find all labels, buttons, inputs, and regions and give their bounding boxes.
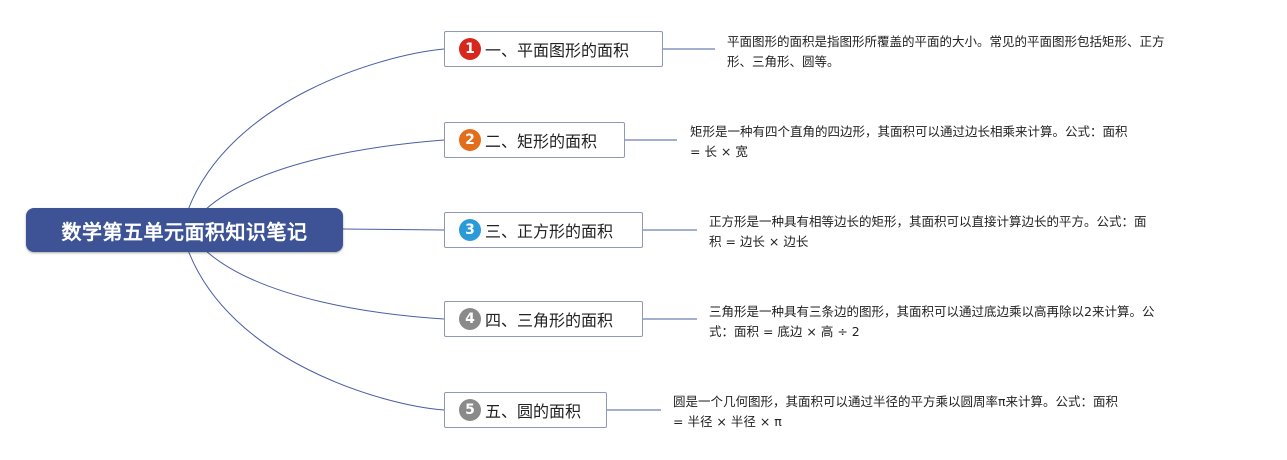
number-badge-4-icon: 4 bbox=[459, 308, 481, 330]
branch-node-2[interactable]: 2 二、矩形的面积 bbox=[444, 122, 625, 158]
connector-root-branch-2 bbox=[204, 139, 445, 211]
branch-label-1: 一、平面图形的面积 bbox=[485, 41, 630, 60]
branch-description-3: 正方形是一种具有相等边长的矩形，其面积可以直接计算边长的平方。公式：面 积 = … bbox=[709, 212, 1249, 252]
number-badge-2-icon: 2 bbox=[459, 129, 481, 151]
branch-node-4[interactable]: 4 四、三角形的面积 bbox=[444, 301, 643, 337]
root-topic[interactable]: 数学第五单元面积知识笔记 bbox=[26, 208, 343, 252]
branch-description-2-line-1: 矩形是一种有四个直角的四边形，其面积可以通过边长相乘来计算。公式：面积 bbox=[690, 124, 1128, 139]
connector-root-branch-1 bbox=[187, 48, 445, 211]
branch-label-2: 二、矩形的面积 bbox=[485, 132, 598, 151]
branch-node-5[interactable]: 5 五、圆的面积 bbox=[444, 392, 607, 428]
connector-root-branch-5 bbox=[187, 249, 445, 411]
branch-label-5: 五、圆的面积 bbox=[485, 402, 582, 421]
branch-description-4-line-2: 式：面积 = 底边 × 高 ÷ 2 bbox=[709, 324, 860, 339]
branch-label-3: 三、正方形的面积 bbox=[485, 222, 614, 241]
branch-description-2: 矩形是一种有四个直角的四边形，其面积可以通过边长相乘来计算。公式：面积 = 长 … bbox=[690, 122, 1230, 162]
branch-node-1[interactable]: 1 一、平面图形的面积 bbox=[444, 31, 663, 67]
branch-description-5-line-1: 圆是一个几何图形，其面积可以通过半径的平方乘以圆周率π来计算。公式：面积 bbox=[673, 394, 1119, 409]
branch-description-5: 圆是一个几何图形，其面积可以通过半径的平方乘以圆周率π来计算。公式：面积 = 半… bbox=[673, 392, 1233, 432]
branch-description-5-line-2: = 半径 × 半径 × π bbox=[673, 414, 782, 429]
branch-description-1-line-2: 形、三角形、圆等。 bbox=[727, 54, 840, 69]
number-badge-5-icon: 5 bbox=[459, 399, 481, 421]
branch-description-4: 三角形是一种具有三条边的图形，其面积可以通过底边乘以高再除以2来计算。公 式：面… bbox=[709, 302, 1249, 342]
connector-root-branch-4 bbox=[204, 249, 445, 320]
number-badge-3-icon: 3 bbox=[459, 219, 481, 241]
connector-root-branch-3 bbox=[342, 228, 445, 231]
branch-description-3-line-2: 积 = 边长 × 边长 bbox=[709, 234, 809, 249]
branch-node-3[interactable]: 3 三、正方形的面积 bbox=[444, 212, 643, 248]
branch-description-3-line-1: 正方形是一种具有相等边长的矩形，其面积可以直接计算边长的平方。公式：面 bbox=[709, 214, 1147, 229]
number-badge-1-icon: 1 bbox=[459, 38, 481, 60]
branch-description-1: 平面图形的面积是指图形所覆盖的平面的大小。常见的平面图形包括矩形、正方 形、三角… bbox=[727, 32, 1247, 72]
branch-description-1-line-1: 平面图形的面积是指图形所覆盖的平面的大小。常见的平面图形包括矩形、正方 bbox=[727, 34, 1165, 49]
branch-description-2-line-2: = 长 × 宽 bbox=[690, 144, 748, 159]
branch-description-4-line-1: 三角形是一种具有三条边的图形，其面积可以通过底边乘以高再除以2来计算。公 bbox=[709, 304, 1155, 319]
branch-label-4: 四、三角形的面积 bbox=[485, 311, 614, 330]
